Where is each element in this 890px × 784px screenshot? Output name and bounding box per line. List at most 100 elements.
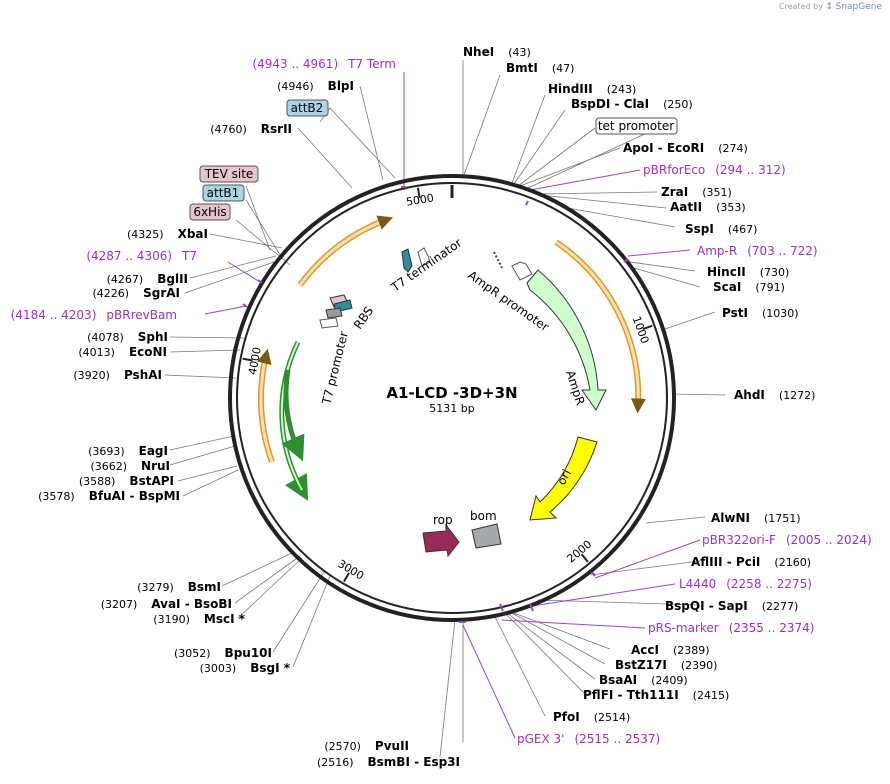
primer-pbr322ori-f: pBR322ori-F(2005 .. 2024)	[702, 533, 872, 547]
ampr-label: AmpR	[563, 369, 587, 407]
his-label: 6xHis	[193, 205, 226, 219]
orf-arc-top	[297, 217, 388, 287]
tick-mark	[343, 572, 350, 583]
rop-label: rop	[433, 513, 453, 527]
tick-mark	[242, 357, 253, 362]
snapgene-logo-icon: ↕	[825, 2, 834, 12]
primer-pgex-3: pGEX 3'(2515 .. 2537)	[517, 732, 660, 746]
t7-promoter-label: T7 promoter	[319, 330, 351, 407]
attb2-label: attB2	[291, 101, 324, 115]
backbone	[228, 174, 676, 622]
attb1-box: attB1	[202, 184, 245, 202]
site-bstz17i: BstZ17I(2390)	[615, 658, 717, 672]
tet-promoter-feature	[417, 247, 431, 267]
site-sgrai: (4226)SgrAI	[93, 286, 180, 300]
site-bpu10i: (3052)Bpu10I	[174, 646, 272, 660]
site-apoi-ecori: ApoI - EcoRI(274)	[623, 141, 748, 155]
t7-terminator-feature	[401, 248, 413, 273]
primer-labels: (4943 .. 4961)T7 Term (4287 .. 4306)T7 (…	[11, 57, 872, 746]
right-site-labels: NheI(43) BmtI(47) HindIII(243) BspDI - C…	[463, 45, 815, 724]
primer-l4440: L4440(2258 .. 2275)	[679, 577, 812, 591]
attb2-box: attB2	[286, 99, 329, 117]
site-pshai: (3920)PshAI	[73, 368, 162, 382]
primer-pbrrevbam: (4184 .. 4203)pBRrevBam	[11, 308, 177, 322]
ampr-promoter-marker	[493, 251, 503, 269]
site-bspqi-sapi: BspQI - SapI(2277)	[665, 599, 798, 613]
site-bsaai: BsaAI(2409)	[599, 673, 688, 687]
site-bsmi: (3279)BsmI	[137, 580, 221, 594]
site-bglii: (4267)BglII	[107, 272, 188, 286]
tick-label: 3000	[335, 557, 366, 582]
orf-arc-right-inner	[555, 240, 646, 414]
tet-promoter-box: tet promoter	[595, 117, 678, 135]
tick-mark	[642, 324, 653, 331]
primer-t7-term: (4943 .. 4961)T7 Term	[252, 57, 396, 71]
site-rsrii: (4760)RsrII	[210, 122, 292, 136]
t7-terminator-label: T7 terminator	[388, 236, 465, 295]
site-pfoi: PfoI(2514)	[553, 710, 630, 724]
credit-brand: SnapGene	[835, 2, 882, 12]
tick-label: 2000	[564, 538, 594, 566]
ori-label: ori	[554, 467, 574, 487]
his-box: 6xHis	[189, 203, 231, 221]
site-blpi: (4946)BlpI	[277, 79, 354, 93]
site-bfuai-bspmi: (3578)BfuAI - BspMI	[38, 489, 180, 503]
site-afliii-pcii: AflIII - PciI(2160)	[691, 555, 811, 569]
t7-promoter-feature	[319, 317, 339, 329]
bom-label: bom	[470, 509, 497, 523]
tick-mark	[580, 553, 589, 563]
orf-arc-top-inner	[298, 215, 394, 286]
site-bstapi: (3588)BstAPI	[79, 474, 174, 488]
attb1-label: attB1	[207, 186, 240, 200]
leader-lines	[164, 60, 726, 758]
site-bmti: BmtI(47)	[506, 61, 574, 75]
site-bsmbi-esp3i: (2516)BsmBI - Esp3I	[317, 755, 460, 769]
site-bsgi: (3003)BsgI *	[200, 661, 291, 675]
plasmid-name: A1-LCD -3D+3N	[386, 384, 517, 402]
primer-markers	[242, 186, 629, 623]
site-eagi: (3693)EagI	[88, 444, 168, 458]
site-hindiii: HindIII(243)	[548, 82, 636, 96]
credit-prefix: Created by	[778, 2, 823, 11]
bom-feature	[471, 523, 502, 549]
tet-promoter-label: tet promoter	[598, 119, 674, 133]
tick-label: 5000	[405, 191, 435, 208]
primer-amp-r: Amp-R(703 .. 722)	[697, 244, 818, 258]
site-zrai: ZraI(351)	[661, 185, 732, 199]
site-acci: AccI(2389)	[631, 643, 710, 657]
primer-pbrforeco: pBRforEco(294 .. 312)	[643, 163, 786, 177]
his-feature	[325, 307, 343, 319]
ori-feature	[529, 436, 598, 521]
site-msci: (3190)MscI *	[153, 612, 245, 626]
tick-mark	[416, 187, 421, 198]
site-avai-bsobi: (3207)AvaI - BsoBI	[101, 597, 232, 611]
left-site-labels: (4946)BlpI (4760)RsrII (4325)XbaI (4267)…	[38, 79, 460, 769]
primer-prs-marker: pRS-marker(2355 .. 2374)	[648, 621, 814, 635]
site-nhei: NheI(43)	[463, 45, 531, 59]
site-aatii: AatII(353)	[670, 200, 746, 214]
orf-arc-left-inner	[256, 348, 274, 463]
site-hincii: HincII(730)	[707, 265, 789, 279]
cds-arc-inner	[281, 369, 305, 462]
site-psti: PstI(1030)	[722, 306, 799, 320]
site-pvuii: (2570)PvuII	[324, 739, 409, 753]
site-econi: (4013)EcoNI	[78, 345, 167, 359]
snapgene-credit: Created by ↕ SnapGene	[779, 2, 882, 12]
primer-t7: (4287 .. 4306)T7	[86, 249, 197, 263]
plasmid-size: 5131 bp	[429, 402, 474, 415]
cds-arc-outer-inner	[280, 341, 303, 491]
site-xbai: (4325)XbaI	[127, 227, 208, 241]
tick-label: 1000	[630, 315, 652, 346]
site-bspdi-clai: BspDI - ClaI(250)	[571, 97, 693, 111]
primer-leader-lines	[204, 72, 701, 739]
site-sphi: (4078)SphI	[87, 330, 168, 344]
tev-site-label: TEV site	[204, 167, 254, 181]
site-alwni: AlwNI(1751)	[711, 511, 801, 525]
site-pflfi-tth111i: PflFI - Tth111I(2415)	[583, 688, 729, 702]
rop-feature	[422, 523, 460, 558]
ampr-promoter-feature	[511, 261, 533, 281]
ampr-feature	[526, 269, 607, 411]
rbs-label: RBS	[351, 304, 376, 332]
site-nrui: (3662)NruI	[90, 459, 170, 473]
